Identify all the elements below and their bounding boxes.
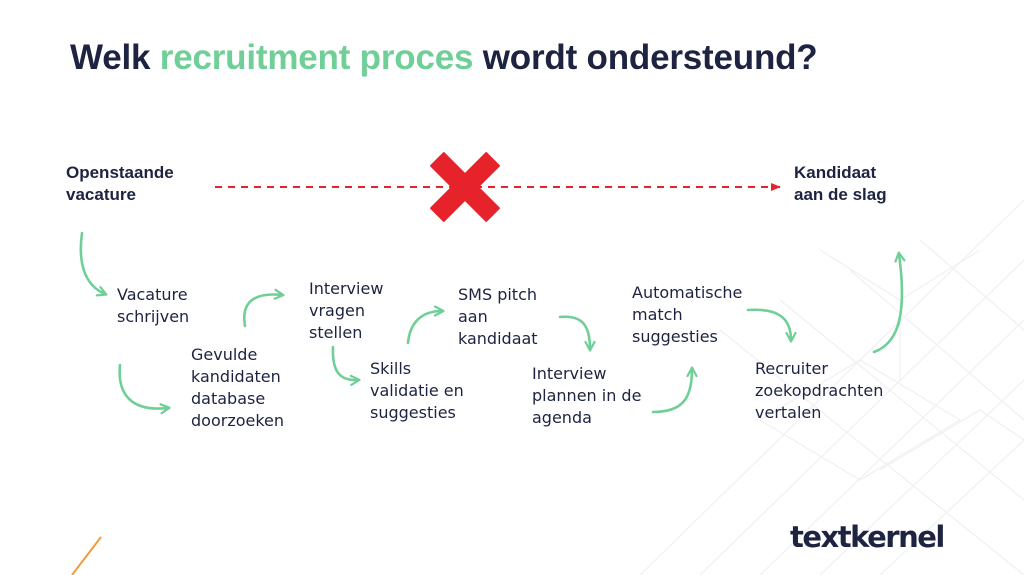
step-line: schrijven [117, 307, 190, 326]
start-label: Openstaande vacature [66, 162, 174, 206]
end-label-line: aan de slag [794, 185, 887, 204]
step-line: doorzoeken [191, 411, 285, 430]
step-line: plannen in de [532, 386, 642, 405]
step-line: suggesties [370, 403, 456, 422]
arrow-zoekopdrachten-to-end [872, 254, 902, 354]
step-line: vertalen [755, 403, 822, 422]
step-line: database [191, 389, 266, 408]
step-match-suggesties: Automatische match suggesties [632, 282, 742, 348]
title-highlight: recruitment proces [159, 38, 474, 77]
title-part1: Welk [70, 38, 160, 77]
step-line: Gevulde [191, 345, 258, 364]
arrow-vacature-to-database [118, 363, 168, 409]
step-skills-validatie: Skills validatie en suggesties [370, 358, 464, 424]
arrow-start-to-vacature [79, 231, 105, 294]
textkernel-logo: textkernel [790, 520, 945, 554]
step-line: kandidaten [191, 367, 281, 386]
page-title: Welk recruitment proces wordt ondersteun… [70, 38, 818, 78]
step-line: Vacature [117, 285, 188, 304]
step-line: SMS pitch [458, 285, 538, 304]
step-line: kandidaat [458, 329, 538, 348]
step-line: agenda [532, 408, 592, 427]
step-line: zoekopdrachten [755, 381, 884, 400]
step-line: Recruiter [755, 359, 828, 378]
arrow-skills-to-sms [406, 311, 442, 345]
step-database-doorzoeken: Gevulde kandidaten database doorzoeken [191, 344, 284, 432]
step-line: Skills [370, 359, 412, 378]
start-label-line: Openstaande [66, 163, 174, 182]
step-interview-plannen: Interview plannen in de agenda [532, 363, 641, 429]
step-sms-pitch: SMS pitch aan kandidaat [458, 284, 538, 350]
arrow-sms-to-plannen [558, 315, 590, 349]
step-line: validatie en [370, 381, 464, 400]
step-line: stellen [309, 323, 363, 342]
step-line: aan [458, 307, 488, 326]
step-interview-vragen: Interview vragen stellen [309, 278, 383, 344]
red-x-icon [430, 152, 500, 222]
step-line: Automatische [632, 283, 743, 302]
end-label: Kandidaat aan de slag [794, 162, 887, 206]
arrow-plannen-to-match [651, 369, 692, 414]
title-part2: wordt ondersteund? [473, 38, 818, 77]
step-line: vragen [309, 301, 365, 320]
step-line: suggesties [632, 327, 718, 346]
step-line: Interview [309, 279, 384, 298]
step-line: match [632, 305, 683, 324]
step-zoekopdrachten-vertalen: Recruiter zoekopdrachten vertalen [755, 358, 883, 424]
step-line: Interview [532, 364, 607, 383]
end-label-line: Kandidaat [794, 163, 877, 182]
start-label-line: vacature [66, 185, 136, 204]
arrow-match-to-zoekopdrachten [746, 308, 791, 340]
arrow-database-to-interview [242, 295, 282, 328]
decorative-orange-line [71, 536, 102, 575]
step-vacature-schrijven: Vacature schrijven [117, 284, 189, 328]
arrow-interview-to-skills [331, 345, 358, 380]
